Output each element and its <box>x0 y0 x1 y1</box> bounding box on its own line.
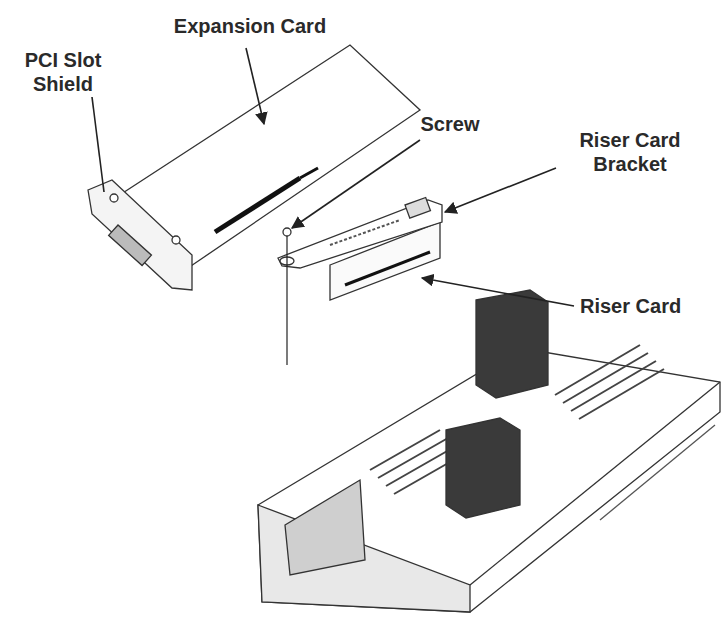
leader-arrow <box>292 140 420 228</box>
leader-line <box>92 97 104 192</box>
screw-guide-line <box>286 236 287 365</box>
part-label: Expansion Card <box>150 14 350 38</box>
server-node-chassis <box>258 290 720 612</box>
pci-slot-shield <box>88 180 192 290</box>
shield-hole <box>172 236 180 244</box>
card-connector <box>300 168 318 178</box>
part-label: PCI Slot Shield <box>8 48 118 96</box>
front-panel <box>285 480 365 575</box>
leader-arrow <box>422 278 574 306</box>
bracket-tab <box>405 197 430 218</box>
rail <box>600 425 715 520</box>
leader-lines <box>92 48 574 306</box>
heatsink <box>476 290 548 398</box>
heatsink <box>446 418 520 518</box>
leader-arrow <box>445 168 556 212</box>
io-ports <box>109 225 152 266</box>
shield-hole <box>110 194 118 202</box>
bracket-holes <box>330 220 400 245</box>
part-label: Riser Card <box>580 294 726 318</box>
screw <box>283 228 291 236</box>
part-label: Riser Card Bracket <box>555 128 705 176</box>
leader-arrow <box>246 48 264 124</box>
riser-slot <box>345 252 430 285</box>
card-connector <box>215 178 300 232</box>
part-label: Screw <box>405 112 495 136</box>
riser-assembly <box>278 197 442 365</box>
